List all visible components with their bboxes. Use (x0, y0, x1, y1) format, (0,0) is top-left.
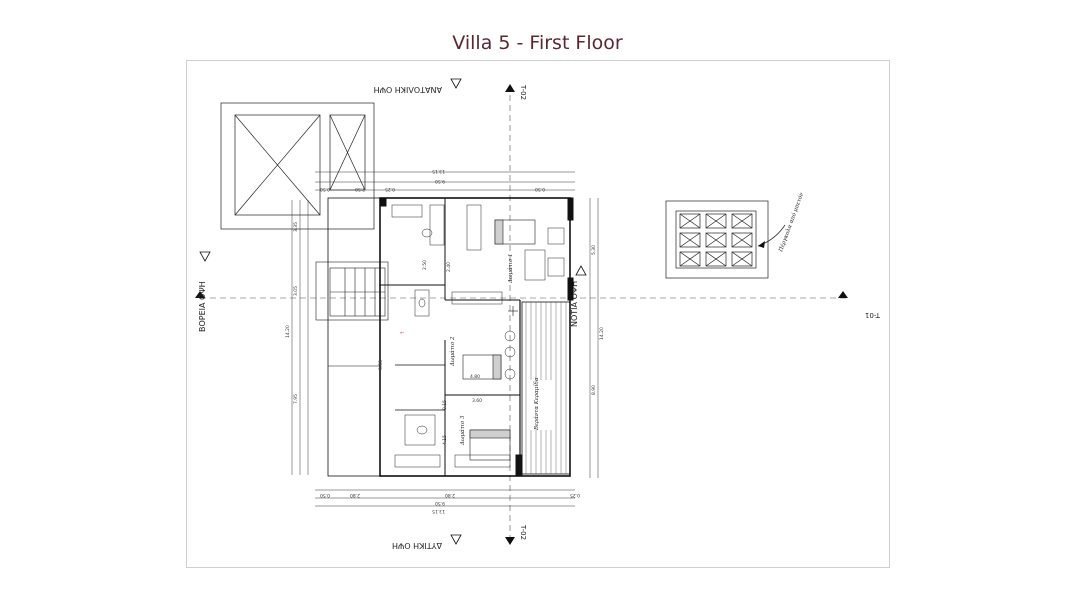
dimension-lines-top (315, 171, 575, 191)
dim-bottom-part-4: 0.25 (570, 492, 580, 498)
dim-left-part-2: 3.05 (293, 286, 299, 296)
room-bedroom1-label: Δωμάτιο 1 (507, 253, 514, 284)
dim-bottom-part-1: 0.50 (320, 492, 330, 498)
dim-top-part-4: 0.50 (535, 186, 545, 192)
furniture-beds (462, 219, 536, 461)
section-label-bottom: T-02 (519, 524, 527, 540)
room-bedroom2-label: Δωμάτιο 2 (449, 336, 456, 367)
dim-inner-4: 3.55 (378, 360, 384, 370)
pergola-top-left (220, 102, 375, 230)
page-title: Villa 5 - First Floor (452, 32, 623, 54)
pergola-concrete-detail (665, 200, 786, 279)
dim-right-part-2: 8.90 (591, 385, 597, 395)
elevation-south-triangle-icon (575, 265, 587, 276)
dim-inner-1: 2.50 (422, 260, 428, 270)
dim-top-inner: 9.50 (435, 178, 445, 184)
dim-top-part-2: 2.50 (355, 186, 365, 192)
dim-left-part-3: 7.95 (293, 394, 299, 404)
dim-inner-7: 3.60 (472, 398, 482, 404)
section-marker-top-icon (505, 84, 515, 92)
dim-bottom-part-2: 2.80 (350, 492, 360, 498)
dim-top-total: 13.15 (432, 168, 445, 174)
elevation-north-triangle-icon (199, 251, 211, 262)
section-marker-right-icon (838, 291, 848, 298)
dim-inner-3: 4.80 (470, 374, 480, 380)
dim-top-part-1: 0.50 (320, 186, 330, 192)
elevation-east-label: ΑΝΑΤΟΛΙΚΗ ΟΨΗ (374, 85, 442, 94)
elevation-west-triangle-icon (450, 534, 462, 545)
section-label-top: T-02 (519, 84, 527, 100)
stair-direction-mark: ↑ (400, 331, 406, 335)
dim-left-total: 14.20 (285, 325, 291, 338)
dim-right-part-1: 5.30 (591, 245, 597, 255)
dim-bottom-inner: 9.50 (435, 500, 445, 506)
furniture-fixtures (391, 204, 565, 468)
elevation-west-label: ΔΥΤΙΚΗ ΟΨΗ (392, 541, 442, 550)
dim-inner-2: 2.40 (446, 262, 452, 272)
dim-left-part-1: 3.35 (293, 222, 299, 232)
veranda-label-bg (530, 380, 552, 430)
section-marker-left-icon (195, 291, 205, 298)
dim-bottom-part-3: 2.80 (445, 492, 455, 498)
elevation-north-label: ΒΟΡΕΙΑ ΟΨΗ (198, 281, 207, 332)
section-label-right: T-01 (865, 311, 881, 319)
pergola-pointer-arrow-icon (758, 241, 765, 248)
pergola-note: Πέργκολα από μπετόν (777, 191, 805, 254)
dim-inner-6: 4.15 (442, 435, 448, 445)
dimension-lines-left (291, 200, 309, 475)
dim-inner-5: 0.15 (442, 400, 448, 410)
staircase (315, 261, 389, 321)
dim-top-part-3: 0.25 (385, 186, 395, 192)
section-marker-bottom-icon (505, 537, 515, 545)
elevation-south-label: ΝΟΤΙΑ ΟΨΗ (570, 281, 579, 327)
dimension-lines-bottom (315, 489, 575, 507)
dimension-lines-right (589, 198, 599, 478)
drawing-frame (186, 60, 890, 568)
building-walls (327, 197, 574, 477)
dim-right-total: 14.20 (599, 327, 605, 340)
room-bedroom3-label: Δωμάτιο 3 (459, 415, 466, 446)
elevation-east-triangle-icon (450, 78, 462, 89)
room-veranda-label: Βεράντα Κεραμίδα (533, 377, 540, 431)
dim-bottom-total: 13.15 (432, 508, 445, 514)
